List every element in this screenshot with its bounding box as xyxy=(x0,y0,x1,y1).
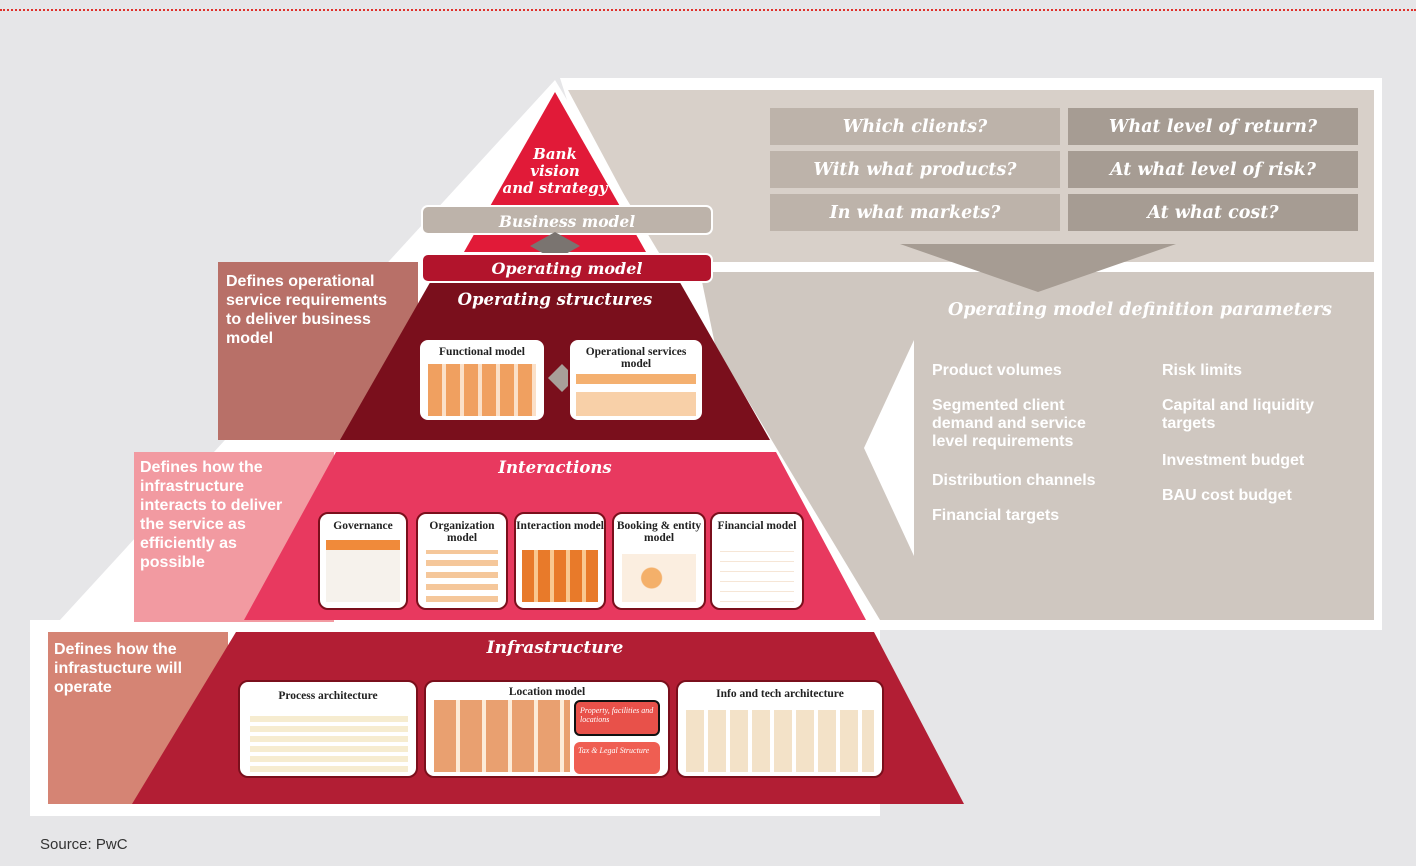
apex-title: Bank vision and strategy xyxy=(502,145,608,197)
param-capital-liquidity: Capital and liquidity targets xyxy=(1162,397,1315,432)
parameters-panel xyxy=(700,272,1374,620)
operational-services-thumbnail xyxy=(576,374,696,416)
financial-thumbnail xyxy=(720,548,794,602)
param-financial-targets: Financial targets xyxy=(932,507,1060,524)
question-level-of-return: What level of return? xyxy=(1068,108,1358,145)
card-booking-entity-model: Booking & entity model xyxy=(612,512,706,610)
double-arrow xyxy=(548,364,562,392)
functional-model-thumbnail xyxy=(428,364,536,416)
label-interactions: Defines how the infrastructure interacts… xyxy=(140,459,283,571)
card-organization-model: Organization model xyxy=(416,512,508,610)
top-dotted-rule xyxy=(0,9,1416,11)
info-tech-thumbnail xyxy=(686,710,874,772)
param-bau-cost-budget: BAU cost budget xyxy=(1162,487,1292,504)
infrastructure-title: Infrastructure xyxy=(486,638,624,658)
question-what-products: With what products? xyxy=(770,151,1060,188)
card-financial-model: Financial model xyxy=(710,512,804,610)
label-operating-structures: Defines operational service requirements… xyxy=(226,273,387,347)
location-box-property: Property, facilities and locations xyxy=(574,700,660,736)
param-investment-budget: Investment budget xyxy=(1162,452,1305,469)
param-product-volumes: Product volumes xyxy=(932,362,1062,379)
down-arrow xyxy=(900,244,1176,292)
source-note: Source: PwC xyxy=(40,836,128,853)
card-governance: Governance xyxy=(318,512,408,610)
question-what-cost: At what cost? xyxy=(1068,194,1358,231)
label-infrastructure: Defines how the infrastucture will opera… xyxy=(54,641,183,696)
card-process-architecture: Process architecture xyxy=(238,680,418,778)
business-model-bar xyxy=(421,205,713,235)
location-thumbnail xyxy=(434,700,570,772)
interactions-title: Interactions xyxy=(498,458,612,477)
business-model-label: Business model xyxy=(498,212,636,231)
param-segmented-demand: Segmented client demand and service leve… xyxy=(932,397,1086,450)
question-what-markets: In what markets? xyxy=(770,194,1060,231)
operating-model-bar xyxy=(421,253,713,283)
card-info-tech-architecture: Info and tech architecture xyxy=(676,680,884,778)
organization-thumbnail xyxy=(426,550,498,602)
process-thumbnail xyxy=(250,712,408,772)
question-level-of-risk: At what level of risk? xyxy=(1068,151,1358,188)
booking-thumbnail xyxy=(622,554,696,602)
interaction-thumbnail xyxy=(522,550,598,602)
card-operational-services-model: Operational services model xyxy=(568,338,704,422)
param-risk-limits: Risk limits xyxy=(1162,362,1243,379)
operating-structures-title: Operating structures xyxy=(457,290,653,309)
parameters-title: Operating model definition parameters xyxy=(947,300,1333,320)
left-chevron xyxy=(864,340,914,556)
card-interaction-model: Interaction model xyxy=(514,512,606,610)
question-which-clients: Which clients? xyxy=(770,108,1060,145)
card-location-model: Location model Property, facilities and … xyxy=(424,680,670,778)
param-distribution-channels: Distribution channels xyxy=(932,472,1096,489)
location-box-tax-legal: Tax & Legal Structure xyxy=(574,742,660,774)
operating-model-label: Operating model xyxy=(491,259,643,278)
governance-thumbnail xyxy=(326,540,400,602)
card-functional-model: Functional model xyxy=(418,338,546,422)
